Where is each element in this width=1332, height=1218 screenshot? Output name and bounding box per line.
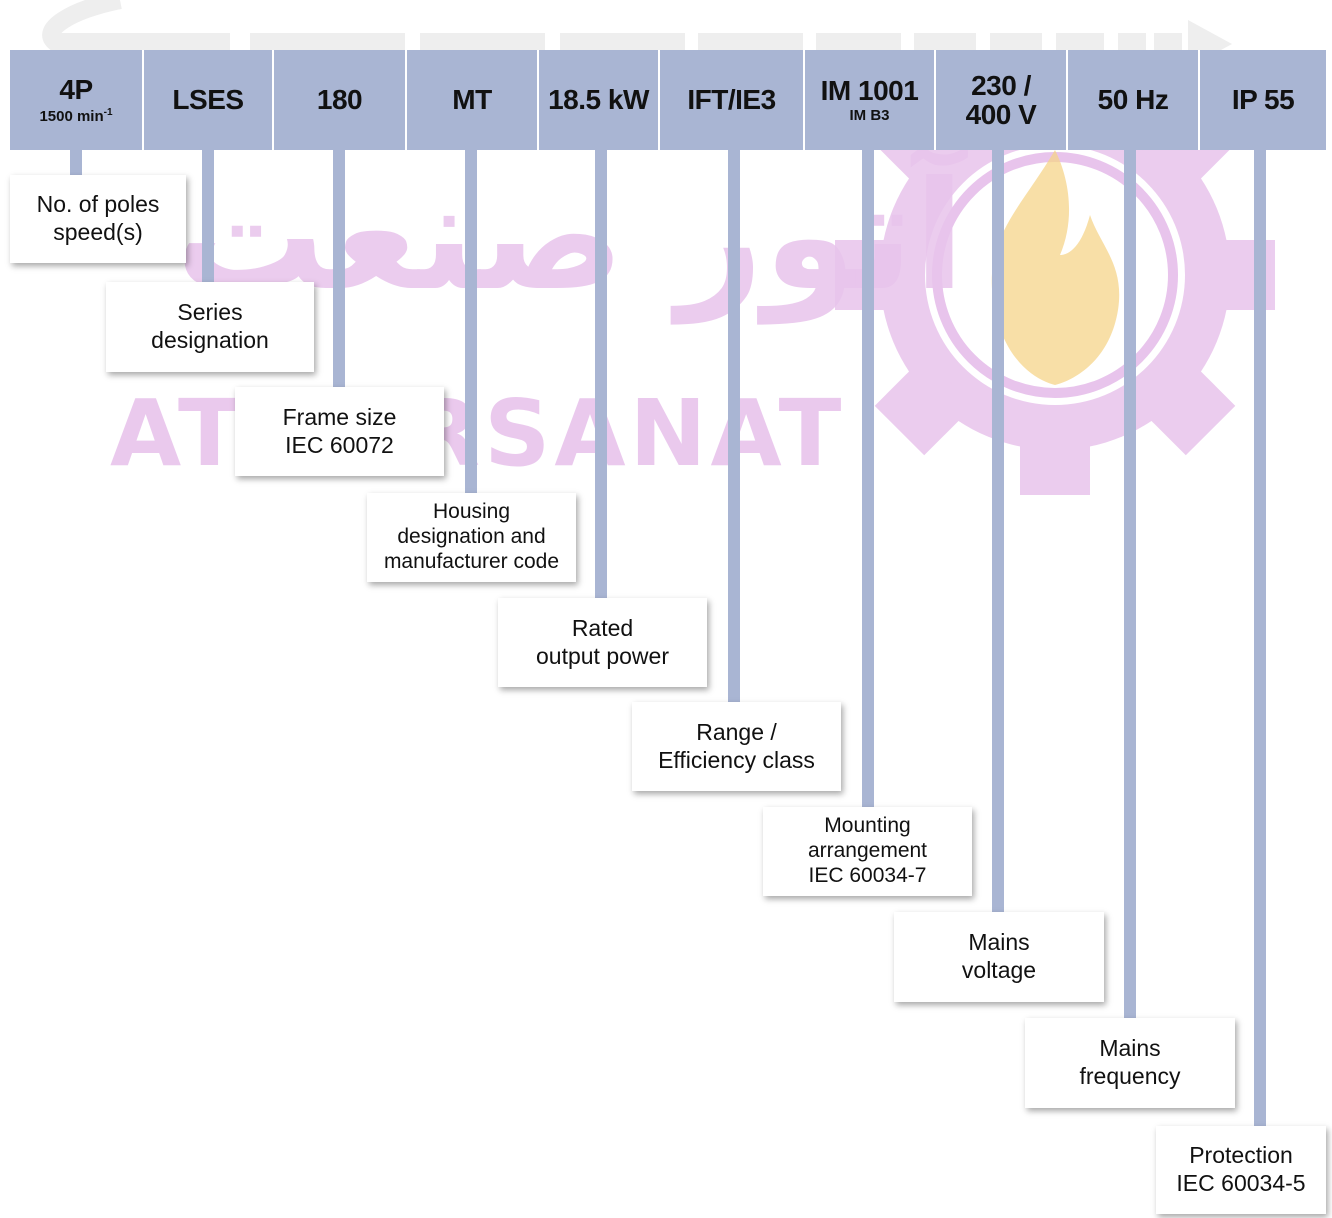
label-mounting: Mounting arrangement IEC 60034-7 (763, 807, 972, 896)
cell-poles: 4P 1500 min-1 (10, 50, 142, 150)
cell-protection: IP 55 (1200, 50, 1326, 150)
label-line: Series (177, 299, 243, 326)
band-separator (272, 50, 274, 150)
label-line: frequency (1079, 1063, 1181, 1089)
frequency-value: 50 Hz (1097, 84, 1169, 116)
series-value: LSES (172, 84, 244, 116)
band-separator (803, 50, 805, 150)
voltage-sub-value: 400 V (965, 99, 1037, 130)
label-line: Efficiency class (658, 746, 815, 773)
band-separator (142, 50, 144, 150)
label-line: speed(s) (53, 219, 143, 245)
connector-line (1254, 150, 1266, 1126)
band-separator (405, 50, 407, 150)
connector-line (728, 150, 740, 702)
connector-line (595, 150, 607, 598)
mounting-sub-value: IM B3 (849, 107, 890, 125)
mounting-value: IM 1001 (820, 74, 919, 106)
cell-voltage: 230 / 400 V (936, 50, 1066, 150)
label-line: Protection (1189, 1142, 1293, 1169)
label-poles: No. of poles speed(s) (10, 175, 186, 263)
label-protection: Protection IEC 60034-5 (1156, 1126, 1326, 1214)
label-line: IEC 60034-5 (1176, 1170, 1306, 1196)
cell-mounting: IM 1001 IM B3 (805, 50, 934, 150)
label-line: Mounting (824, 814, 911, 838)
cell-power: 18.5 kW (539, 50, 658, 150)
label-frequency: Mains frequency (1025, 1018, 1235, 1108)
label-housing: Housing designation and manufacturer cod… (367, 493, 576, 582)
voltage-value: 230 / (971, 69, 1031, 101)
label-line: arrangement (807, 839, 928, 863)
band-separator (537, 50, 539, 150)
label-line: output power (536, 642, 669, 669)
cell-frame: 180 (274, 50, 405, 150)
band-separator (1198, 50, 1200, 150)
label-line: Mains (968, 929, 1030, 956)
band-separator (1066, 50, 1068, 150)
band-separator (934, 50, 936, 150)
efficiency-value: IFT/IE3 (687, 84, 776, 116)
label-line: Housing (432, 500, 511, 524)
connector-line (70, 150, 82, 175)
housing-value: MT (452, 84, 492, 116)
label-voltage: Mains voltage (894, 912, 1104, 1002)
label-line: Frame size (282, 403, 397, 430)
label-efficiency: Range / Efficiency class (632, 702, 841, 791)
power-value: 18.5 kW (548, 84, 649, 116)
connector-line (1124, 150, 1136, 1020)
band-separator (658, 50, 660, 150)
frame-value: 180 (316, 84, 363, 116)
label-power: Rated output power (498, 598, 707, 687)
cell-efficiency: IFT/IE3 (660, 50, 803, 150)
label-line: manufacturer code (383, 549, 560, 573)
label-line: Range / (696, 718, 777, 745)
label-line: designation (151, 327, 269, 353)
connector-line (465, 150, 477, 493)
poles-value: 4P (59, 74, 93, 106)
connector-line (862, 150, 874, 808)
cell-housing: MT (407, 50, 537, 150)
connector-line (333, 150, 345, 387)
label-frame: Frame size IEC 60072 (235, 387, 444, 476)
connector-line (202, 150, 214, 282)
cell-frequency: 50 Hz (1068, 50, 1198, 150)
cell-series: LSES (144, 50, 272, 150)
label-line: voltage (961, 957, 1037, 983)
label-line: IEC 60072 (285, 431, 394, 458)
connector-line (992, 150, 1004, 914)
label-series: Series designation (106, 282, 314, 372)
label-line: designation and (397, 525, 546, 549)
flow-arrow-icon (42, 0, 1232, 68)
speed-value: 1500 min-1 (39, 106, 113, 125)
designation-band (10, 50, 1326, 150)
protection-value: IP 55 (1231, 84, 1295, 116)
label-line: Mains (1099, 1035, 1161, 1062)
label-line: Rated (571, 614, 634, 641)
label-line: No. of poles (36, 191, 160, 218)
label-line: IEC 60034-7 (808, 863, 927, 887)
